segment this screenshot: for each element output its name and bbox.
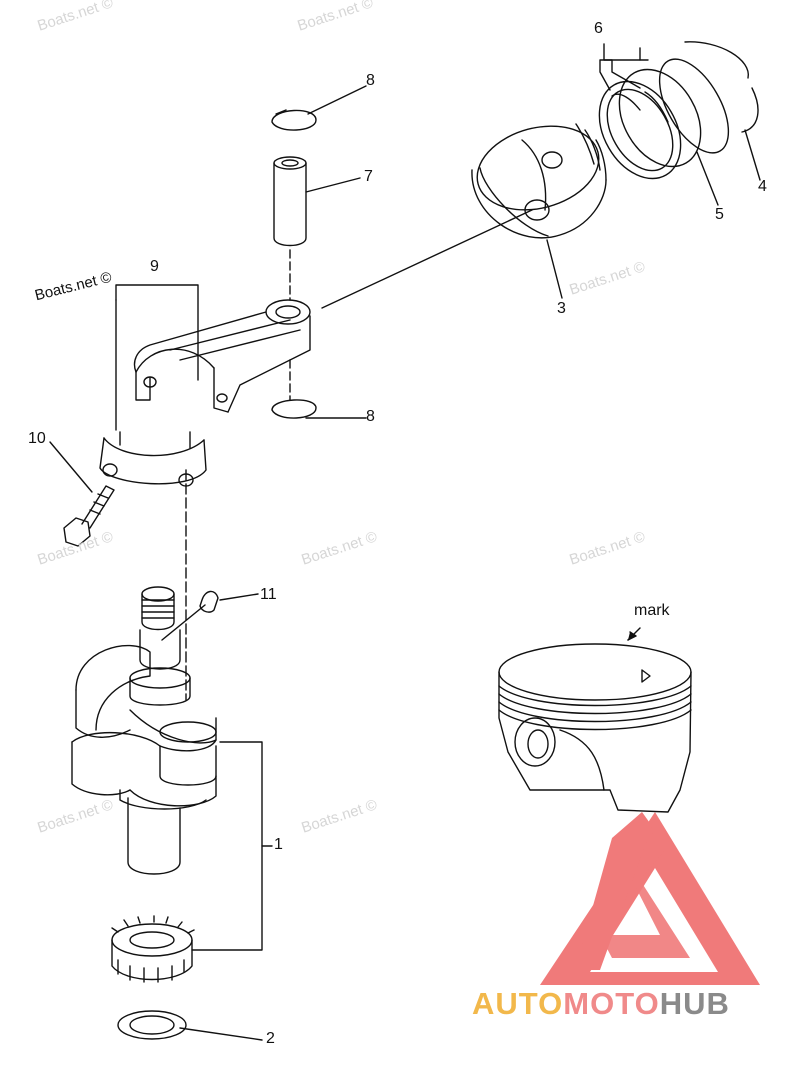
piston — [471, 123, 607, 239]
rod-bolt — [63, 485, 115, 547]
brand-wordmark: AUTOMOTOHUB — [472, 986, 730, 1022]
brand-part-hub: HUB — [659, 986, 730, 1021]
callout-8-top: 8 — [366, 72, 375, 89]
callout-6: 6 — [594, 20, 603, 37]
callout-5: 5 — [715, 206, 724, 223]
crankshaft — [71, 586, 217, 875]
pin-clip-top — [271, 109, 317, 131]
mark-label: mark — [634, 602, 670, 619]
callout-2: 2 — [266, 1030, 275, 1047]
piston-pin — [273, 156, 307, 247]
callout-3: 3 — [557, 300, 566, 317]
piston-rings — [598, 41, 759, 180]
callout-1: 1 — [274, 836, 283, 853]
callout-9: 9 — [150, 258, 159, 275]
callout-7: 7 — [364, 168, 373, 185]
callout-4: 4 — [758, 178, 767, 195]
callout-10: 10 — [28, 430, 46, 447]
callout-8-bottom: 8 — [366, 408, 375, 425]
thrust-washer — [117, 1010, 187, 1040]
rod-cap — [99, 431, 207, 487]
brand-part-moto: MOTO — [563, 986, 660, 1021]
crank-gear — [111, 915, 195, 983]
pin-clip-bottom — [271, 399, 317, 419]
leader-lines — [49, 43, 761, 1041]
brand-part-auto: AUTO — [472, 986, 564, 1021]
callout-11: 11 — [260, 586, 277, 603]
woodruff-key — [199, 590, 219, 613]
connecting-rod — [133, 299, 311, 413]
automotohub-logo-icon — [540, 812, 760, 985]
piston-detail — [498, 643, 692, 813]
